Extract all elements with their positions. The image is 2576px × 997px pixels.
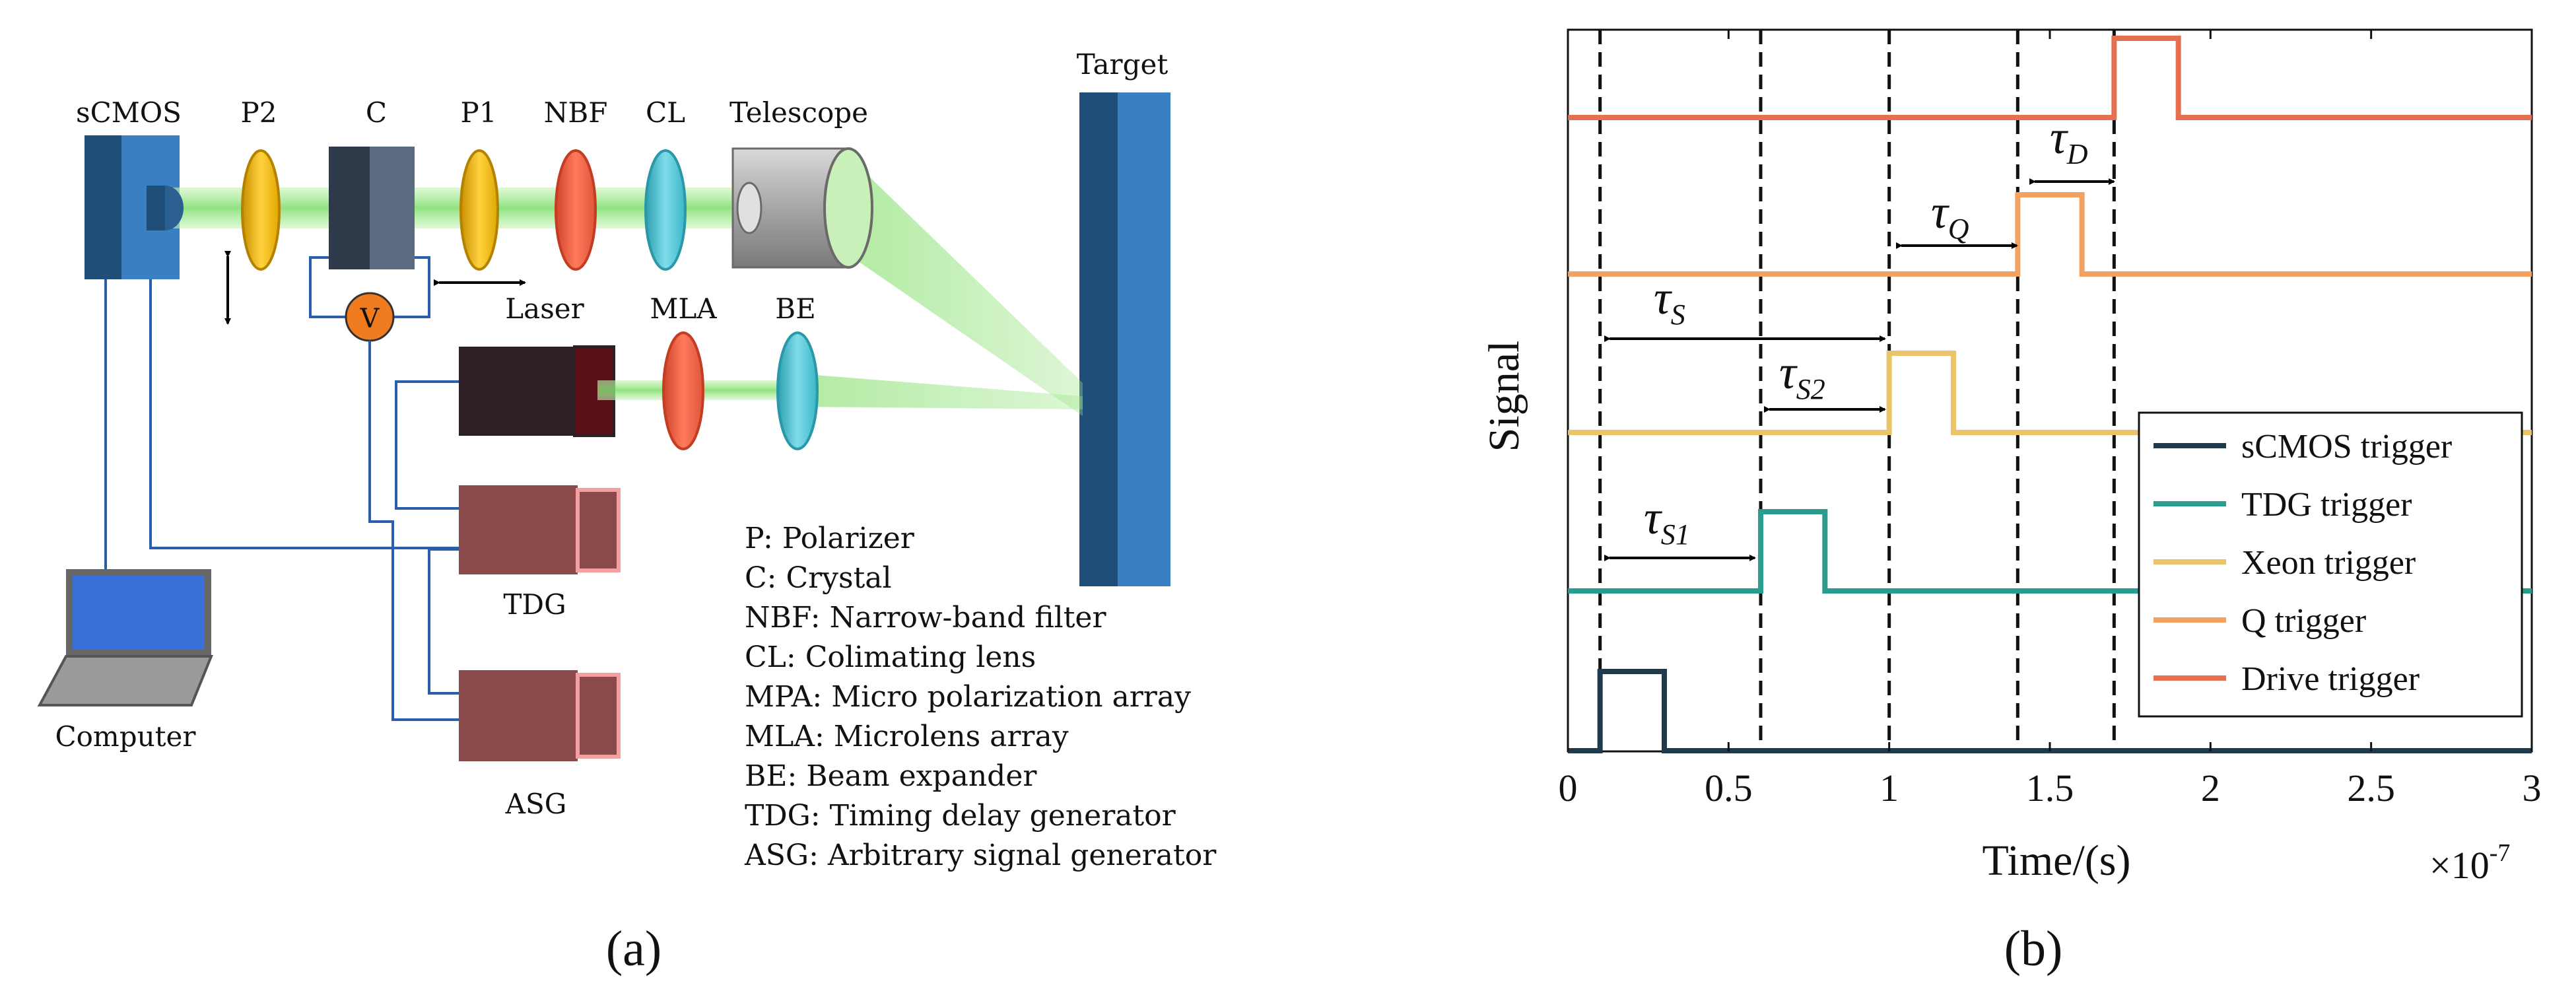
p2-polarizer: [241, 149, 281, 271]
x-tick-label: 1: [1880, 767, 1899, 809]
cl-label: CL: [646, 96, 685, 129]
be-lens: [776, 331, 819, 450]
series-line-tdg-trigger: [1568, 509, 2532, 594]
be-label: BE: [775, 292, 816, 325]
computer-keyboard: [37, 655, 213, 706]
x-tick-label: 2.5: [2347, 767, 2395, 809]
x-axis-label: Time/(s): [1983, 837, 2131, 885]
legend-line: CL: Colimating lens: [745, 640, 1036, 674]
legend-line: TDG: Timing delay generator: [745, 799, 1176, 833]
voltage-wire: [309, 256, 347, 318]
target-block: [1079, 92, 1118, 586]
telescope-beam-cone: [845, 153, 1083, 416]
panel-a-diagram: Target sCMOS P2 C P1 NBF CL: [37, 48, 1217, 977]
v-to-asg-wire: [368, 341, 459, 721]
tau-annotations: τD τQ τS τS2 τS1: [1604, 111, 2115, 561]
panel-b-chart: 0 0.5 1 1.5 2 2.5 3 Time/(s) Signal ×10-7 τD τ…: [1480, 28, 2542, 977]
x-axis-ticks: 0 0.5 1 1.5 2 2.5 3: [1559, 30, 2542, 809]
nbf-label: NBF: [544, 96, 608, 129]
legend-line: BE: Beam expander: [745, 759, 1037, 793]
tdg-panel: [576, 488, 621, 572]
voltage-label: V: [360, 304, 380, 334]
telescope-label: Telescope: [729, 96, 868, 129]
crystal-label: C: [366, 96, 387, 129]
x-tick-label: 0: [1559, 767, 1578, 809]
tau-s2-label: τS2: [1779, 346, 1825, 405]
be-beam-cone: [799, 374, 1083, 409]
asg-panel: [576, 673, 621, 759]
x-tick-label: 2: [2201, 767, 2220, 809]
x-tick-label: 0.5: [1705, 767, 1753, 809]
telescope-back: [736, 182, 763, 234]
legend-line: ASG: Arbitrary signal generator: [744, 839, 1217, 872]
target-block-front: [1118, 92, 1170, 586]
tau-q-label: τQ: [1931, 186, 1969, 245]
legend-line: P: Polarizer: [745, 522, 915, 555]
tau-s-label: τS: [1654, 271, 1685, 331]
x-exponent-label: ×10-7: [2429, 839, 2510, 887]
panel-a-label: (a): [606, 921, 661, 977]
tdg-to-asg-wire: [428, 548, 459, 695]
mla-label: MLA: [650, 292, 717, 325]
tdg-box: [459, 485, 578, 574]
cl-lens: [644, 149, 687, 271]
p2-label: P2: [241, 96, 277, 129]
series-line-q-trigger: [1568, 192, 2532, 277]
legend-line: NBF: Narrow-band filter: [745, 601, 1106, 635]
legend-entry-label: Drive trigger: [2241, 660, 2420, 698]
tdg-label: TDG: [503, 588, 566, 621]
legend-entry-label: Xeon trigger: [2241, 544, 2416, 582]
legend-line: MPA: Micro polarization array: [745, 680, 1191, 714]
computer-wire-2: [149, 279, 459, 549]
series-line-scmos-trigger: [1568, 669, 2532, 753]
panel-b-label: (b): [2004, 921, 2063, 977]
series-line-drive-trigger: [1568, 36, 2532, 120]
tau-s1-label: τS1: [1644, 491, 1690, 551]
crystal-dark: [329, 147, 370, 269]
legend-entry-label: Q trigger: [2241, 602, 2366, 640]
series-line-xeon-trigger: [1568, 351, 2532, 435]
laser-body: [459, 347, 574, 436]
p1-polarizer: [459, 149, 499, 271]
crystal-light: [370, 147, 415, 269]
computer-screen: [73, 576, 205, 650]
scmos-label: sCMOS: [76, 96, 182, 129]
nbf-filter: [555, 149, 597, 271]
x-tick-label: 1.5: [2026, 767, 2074, 809]
p1-label: P1: [461, 96, 497, 129]
voltage-wire-right: [393, 256, 430, 318]
laser-label: Laser: [505, 292, 584, 325]
dashed-time-markers: [1598, 30, 2116, 751]
scmos-camera-back: [85, 135, 121, 279]
asg-box: [459, 670, 578, 761]
mla-lens: [662, 331, 704, 450]
legend-line: MLA: Microlens array: [745, 720, 1069, 753]
laser-wire: [395, 380, 459, 510]
scmos-lens-barrel: [147, 186, 165, 230]
target-label: Target: [1077, 48, 1169, 81]
telescope-front: [823, 147, 873, 269]
legend-line: C: Crystal: [745, 561, 892, 595]
tau-d-label: τD: [2050, 111, 2088, 170]
signal-series: [1568, 36, 2532, 753]
x-tick-label: 3: [2523, 767, 2542, 809]
y-axis-label: Signal: [1480, 341, 1528, 452]
legend-entry-label: TDG trigger: [2241, 486, 2412, 524]
asg-label: ASG: [505, 788, 567, 820]
legend-entry-label: sCMOS trigger: [2241, 428, 2452, 465]
computer-label: Computer: [55, 720, 197, 753]
